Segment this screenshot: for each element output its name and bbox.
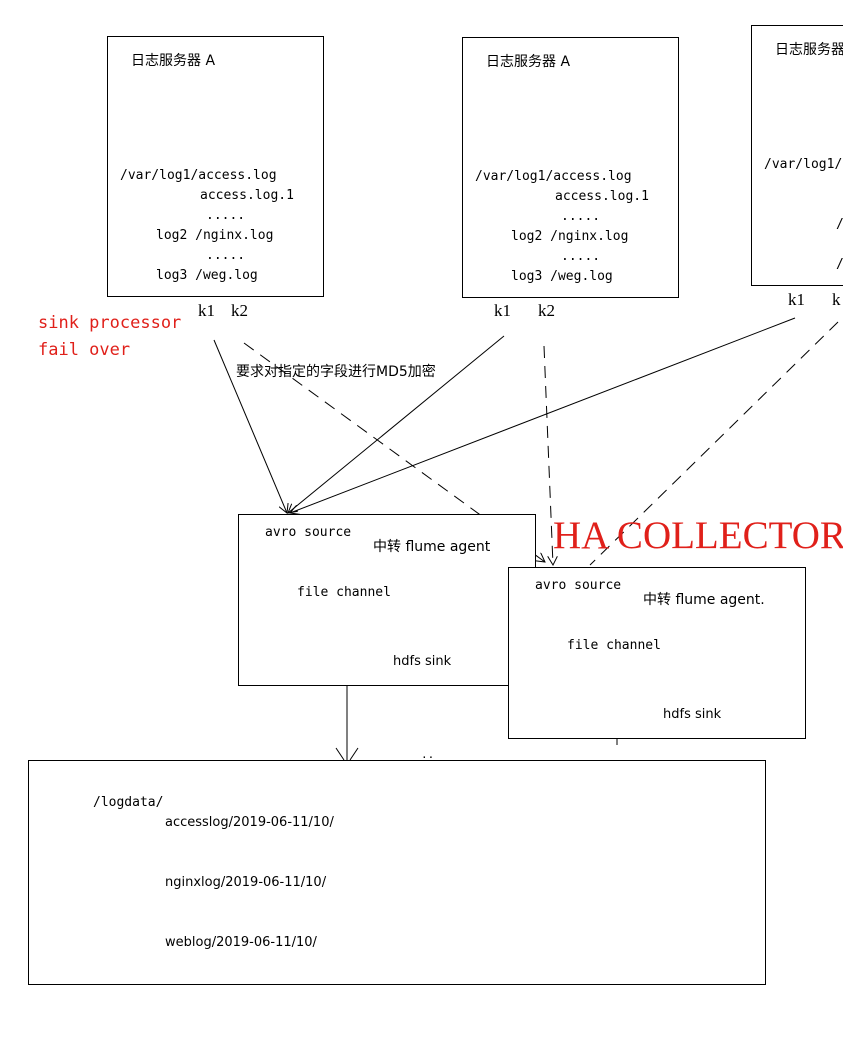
sink-k1-label: k1 — [198, 301, 215, 320]
server-path: log3 /weg.log — [511, 269, 613, 284]
server-path: ..... — [206, 248, 246, 263]
server-path: / — [836, 217, 843, 233]
agent-channel: file channel — [297, 585, 391, 600]
server-path: /var/log1/ — [764, 157, 843, 172]
server-path: ..... — [206, 208, 246, 223]
server-path: ..... — [561, 209, 601, 224]
flume-agent-box-2: avro source 中转 flume agent. file channel… — [508, 567, 806, 739]
agent-name: 中转 flume agent. — [643, 592, 765, 608]
server-path: ..... — [561, 249, 601, 264]
server-path: access.log.1 — [200, 188, 294, 203]
dashed-server2-k2 — [543, 345, 553, 565]
dots-mark: .. — [421, 748, 435, 761]
sink-k2-label: k — [832, 290, 841, 309]
server-path: log3 /weg.log — [156, 268, 258, 283]
server-path: log2 /nginx.log — [511, 229, 629, 244]
md5-note: 要求对指定的字段进行MD5加密 — [236, 364, 436, 380]
agent-sink: hdfs sink — [663, 707, 722, 722]
sink-k1-label: k1 — [788, 290, 805, 309]
storage-dir: weblog/2019-06-11/10/ — [165, 935, 317, 950]
sink-processor-note: sink processor — [38, 313, 182, 333]
sink-k2-label: k2 — [231, 301, 248, 320]
flume-agent-box-1: avro source 中转 flume agent file channel … — [238, 514, 536, 686]
sink-k1-label: k1 — [494, 301, 511, 320]
agent-source: avro source — [535, 578, 622, 593]
sink-k2-label: k2 — [538, 301, 555, 320]
log-server-box-2: 日志服务器 A /var/log1/access.log access.log.… — [462, 37, 679, 298]
server-title: 日志服务器 A — [131, 53, 216, 69]
agent-source: avro source — [265, 525, 352, 540]
log-server-box-1: 日志服务器 A /var/log1/access.log access.log.… — [107, 36, 324, 297]
arrow-server2-k1 — [288, 335, 505, 513]
storage-dir: nginxlog/2019-06-11/10/ — [165, 875, 327, 890]
server-path: / — [836, 257, 843, 273]
arrow-server1-k1 — [213, 339, 287, 513]
server-title: 日志服务器 — [775, 42, 843, 58]
ha-collector-title: HA COLLECTOR — [553, 514, 843, 557]
log-server-box-3: 日志服务器 /var/log1/ / / — [751, 25, 843, 286]
dashed-server3-k2 — [589, 321, 839, 566]
agent-channel: file channel — [567, 638, 661, 653]
agent-sink: hdfs sink — [393, 654, 452, 669]
server-path: /var/log1/access.log — [120, 168, 277, 183]
arrow-server3-k1 — [290, 317, 796, 513]
storage-dir: accesslog/2019-06-11/10/ — [165, 815, 334, 830]
agent-name: 中转 flume agent — [373, 539, 491, 555]
server-path: log2 /nginx.log — [156, 228, 274, 243]
fail-over-note: fail over — [38, 340, 131, 360]
server-path: /var/log1/access.log — [475, 169, 632, 184]
server-title: 日志服务器 A — [486, 54, 571, 70]
hdfs-storage-box: /logdata/ accesslog/2019-06-11/10/ nginx… — [28, 760, 766, 985]
server-path: access.log.1 — [555, 189, 649, 204]
storage-root: /logdata/ — [93, 795, 164, 810]
